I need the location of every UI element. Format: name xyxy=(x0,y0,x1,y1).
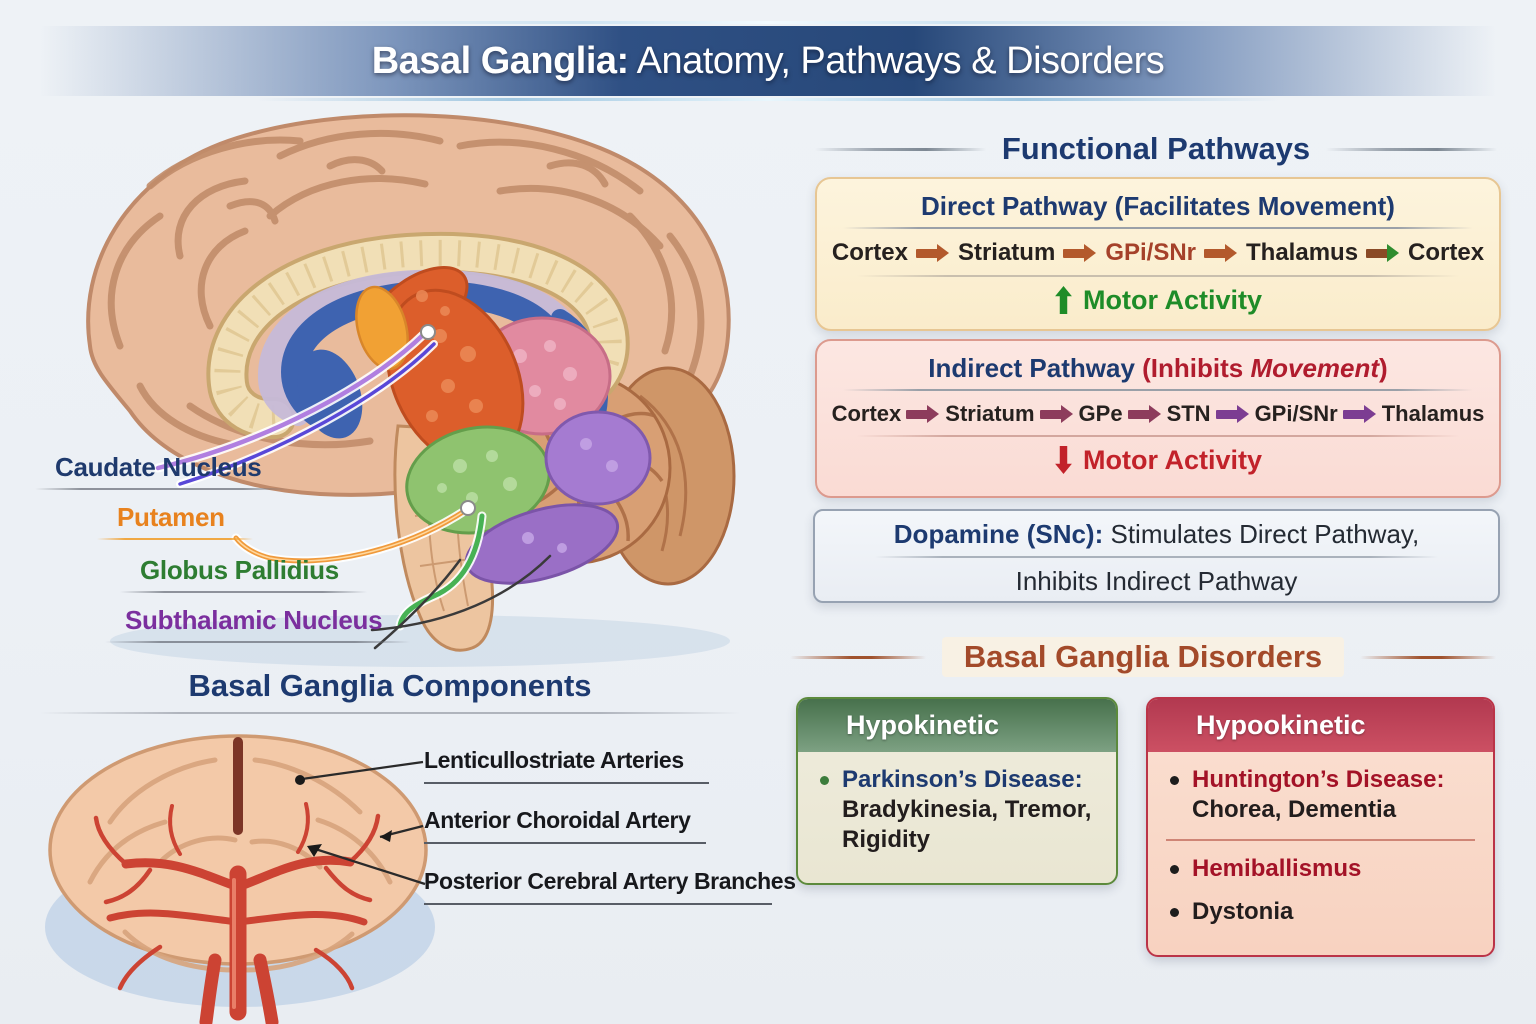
page-title: Basal Ganglia: Anatomy, Pathways & Disor… xyxy=(372,40,1165,83)
list-item-text: Huntington’s Disease: Chorea, Dementia xyxy=(1192,765,1479,825)
indirect-pathway-chain: Cortex Striatum GPe STN GPi/SNr Thalamus xyxy=(817,401,1499,427)
hypokinetic-card: Hypokinetic Parkinson’s Disease: Bradyki… xyxy=(796,697,1118,885)
divider xyxy=(843,389,1473,391)
heading-line-left xyxy=(815,147,986,151)
divider xyxy=(1166,839,1475,841)
up-arrow-icon xyxy=(1055,286,1072,314)
motor-activity-increase: Motor Activity xyxy=(817,285,1499,316)
functional-pathways-heading: Functional Pathways xyxy=(815,131,1497,167)
motor-activity-label: Motor Activity xyxy=(1082,284,1262,315)
parkinsons-lead: Parkinson’s Disease: xyxy=(842,766,1083,793)
label-subthalamic-nucleus: Subthalamic Nucleus xyxy=(104,605,411,643)
indirect-title-italic: Movement xyxy=(1250,353,1380,383)
indirect-title-paren: (Inhibits Movement) xyxy=(1142,353,1388,383)
indirect-title-paren-open: (Inhibits xyxy=(1142,353,1251,383)
label-anterior-choroidal-artery: Anterior Choroidal Artery xyxy=(424,807,706,844)
arrow-right-icon xyxy=(1204,248,1227,258)
chain-node-gpi-snr: GPi/SNr xyxy=(1254,401,1338,426)
arrow-right-icon xyxy=(1342,409,1365,419)
divider xyxy=(857,275,1459,277)
chain-node-cortex-2: Cortex xyxy=(1408,239,1485,266)
bullet-icon xyxy=(1170,776,1179,785)
list-item-text: Parkinson’s Disease: Bradykinesia, Tremo… xyxy=(842,765,1102,855)
components-heading: Basal Ganglia Components xyxy=(40,668,740,714)
arrow-right-icon xyxy=(1215,409,1238,419)
indirect-title-paren-close: ) xyxy=(1379,353,1388,383)
dopamine-card: Dopamine (SNc): Stimulates Direct Pathwa… xyxy=(813,509,1500,603)
arrow-right-icon xyxy=(915,248,938,258)
chain-node-gpi-snr: GPi/SNr xyxy=(1105,239,1197,266)
hyperkinetic-card: Hypookinetic Huntington’s Disease: Chore… xyxy=(1146,697,1495,957)
dopamine-line-2: Inhibits Indirect Pathway xyxy=(1015,565,1298,596)
divider xyxy=(857,435,1459,437)
label-globus-pallidius: Globus Pallidius xyxy=(120,555,367,593)
direct-pathway-card: Direct Pathway (Facilitates Movement) Co… xyxy=(815,177,1501,331)
chain-node-striatum: Striatum xyxy=(945,401,1035,426)
chain-node-thalamus: Thalamus xyxy=(1246,239,1359,266)
label-putamen: Putamen xyxy=(97,502,253,540)
dystonia-label: Dystonia xyxy=(1192,897,1294,925)
indirect-pathway-card: Indirect Pathway (Inhibits Movement) Cor… xyxy=(815,339,1501,498)
arrow-right-icon xyxy=(1127,409,1150,419)
coronal-brain-arteries-illustration xyxy=(45,734,435,1024)
dopamine-line-1: Dopamine (SNc): Stimulates Direct Pathwa… xyxy=(815,519,1498,550)
chain-node-thalamus: Thalamus xyxy=(1381,401,1485,426)
direct-pathway-chain: Cortex Striatum GPi/SNr Thalamus Cortex xyxy=(817,239,1499,267)
bullet-icon xyxy=(1170,864,1179,874)
chain-node-cortex: Cortex xyxy=(831,239,908,266)
label-posterior-cerebral-artery-branches: Posterior Cerebral Artery Branches xyxy=(424,868,796,905)
chain-node-striatum: Striatum xyxy=(957,239,1056,266)
page-title-rest: Anatomy, Pathways & Disorders xyxy=(628,39,1165,82)
disorders-title: Basal Ganglia Disorders xyxy=(941,637,1345,677)
arrow-right-icon xyxy=(1366,248,1389,258)
arrow-right-icon xyxy=(1063,248,1086,258)
hypokinetic-header: Hypokinetic xyxy=(798,699,1116,752)
functional-pathways-title: Functional Pathways xyxy=(1001,131,1311,166)
indirect-title-main: Indirect Pathway xyxy=(928,353,1143,383)
arrow-right-icon xyxy=(906,409,929,419)
dopamine-lead: Dopamine (SNc): xyxy=(893,519,1104,549)
label-caudate-nucleus: Caudate Nucleus xyxy=(34,452,290,490)
disorders-heading: Basal Ganglia Disorders xyxy=(790,637,1496,677)
divider xyxy=(875,556,1438,558)
heading-line-right xyxy=(1326,147,1497,151)
bullet-icon xyxy=(1170,907,1179,917)
hyperkinetic-header: Hypookinetic xyxy=(1148,699,1493,752)
motor-activity-decrease: Motor Activity xyxy=(817,445,1499,476)
down-arrow-icon xyxy=(1055,446,1072,474)
list-item-dystonia: Dystonia xyxy=(1148,897,1493,927)
list-item-parkinsons: Parkinson’s Disease: Bradykinesia, Tremo… xyxy=(798,765,1116,855)
sagittal-brain-illustration xyxy=(86,113,736,667)
heading-line-right xyxy=(1360,655,1496,659)
divider xyxy=(843,227,1473,229)
list-item-hemiballismus: Hemiballismus xyxy=(1148,854,1493,884)
chain-node-cortex: Cortex xyxy=(831,401,902,426)
chain-node-stn: STN xyxy=(1166,401,1211,426)
motor-activity-label: Motor Activity xyxy=(1082,444,1262,475)
huntingtons-symptoms: Chorea, Dementia xyxy=(1192,796,1397,823)
bullet-icon xyxy=(820,776,829,785)
heading-line-left xyxy=(790,655,926,659)
list-item-huntingtons: Huntington’s Disease: Chorea, Dementia xyxy=(1148,765,1493,825)
direct-pathway-title: Direct Pathway (Facilitates Movement) xyxy=(921,191,1395,221)
page-title-lead: Basal Ganglia: xyxy=(371,39,629,82)
label-lenticulostriate-arteries: Lenticullostriate Arteries xyxy=(424,747,709,784)
parkinsons-symptoms: Bradykinesia, Tremor, Rigidity xyxy=(842,796,1092,853)
dopamine-line1-rest: Stimulates Direct Pathway, xyxy=(1103,519,1420,549)
chain-node-gpe: GPe xyxy=(1078,401,1123,426)
indirect-pathway-title: Indirect Pathway (Inhibits Movement) xyxy=(817,341,1499,384)
huntingtons-lead: Huntington’s Disease: xyxy=(1192,766,1445,793)
hemiballismus-label: Hemiballismus xyxy=(1192,854,1362,882)
arrow-right-icon xyxy=(1039,409,1062,419)
title-banner: Basal Ganglia: Anatomy, Pathways & Disor… xyxy=(40,21,1496,101)
